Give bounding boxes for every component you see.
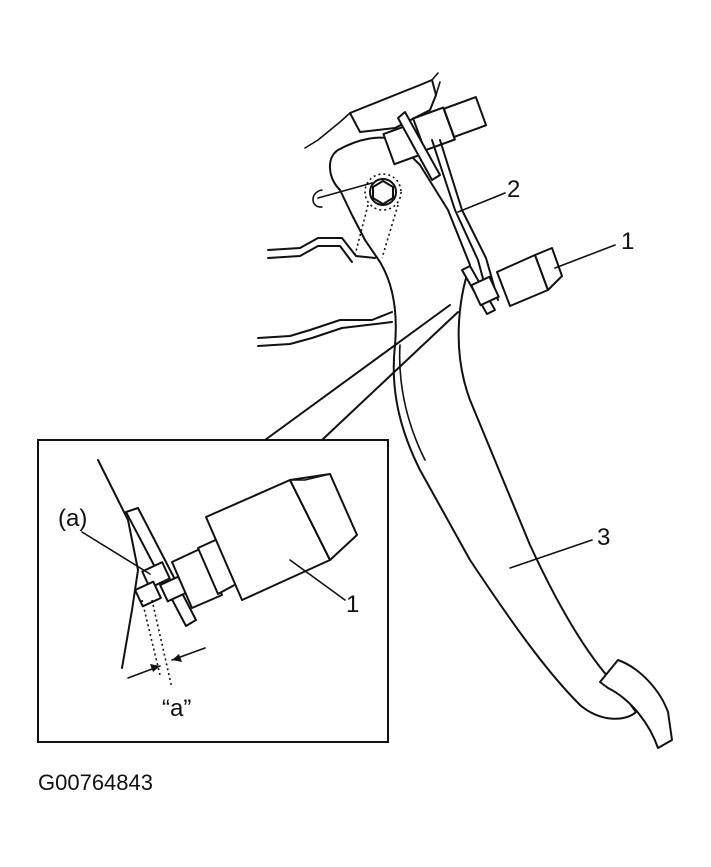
wire-lower (257, 311, 393, 339)
callout-inset-a-gap: “a” (162, 695, 191, 722)
leader-2 (457, 192, 506, 213)
wire-upper (267, 237, 376, 259)
leader-1 (554, 244, 616, 269)
zoom-lines (264, 304, 459, 441)
callout-inset-a-paren: (a) (58, 505, 87, 532)
pivot-bolt-nut (372, 180, 394, 205)
stop-lamp-switch (461, 247, 563, 315)
callout-part-1: 1 (621, 228, 634, 255)
callout-part-3: 3 (597, 524, 610, 551)
pedal-arm (329, 136, 637, 720)
inset-locknut (141, 561, 171, 589)
detail-inset (37, 439, 389, 743)
figure-code: G00764843 (38, 770, 153, 795)
pivot-bolt-outer (364, 173, 402, 211)
pedal-assembly (257, 72, 673, 749)
return-spring (317, 182, 373, 199)
upper-switch (382, 96, 488, 181)
callout-part-2: 2 (507, 176, 520, 203)
callout-inset-part-1: 1 (346, 591, 359, 618)
leader-3 (509, 539, 593, 569)
pedal-bracket (349, 79, 437, 133)
inset-switch-thread (171, 547, 223, 609)
inset-leader-a (81, 531, 151, 575)
pedal-pad (599, 659, 673, 749)
inset-leader-1 (289, 559, 346, 601)
